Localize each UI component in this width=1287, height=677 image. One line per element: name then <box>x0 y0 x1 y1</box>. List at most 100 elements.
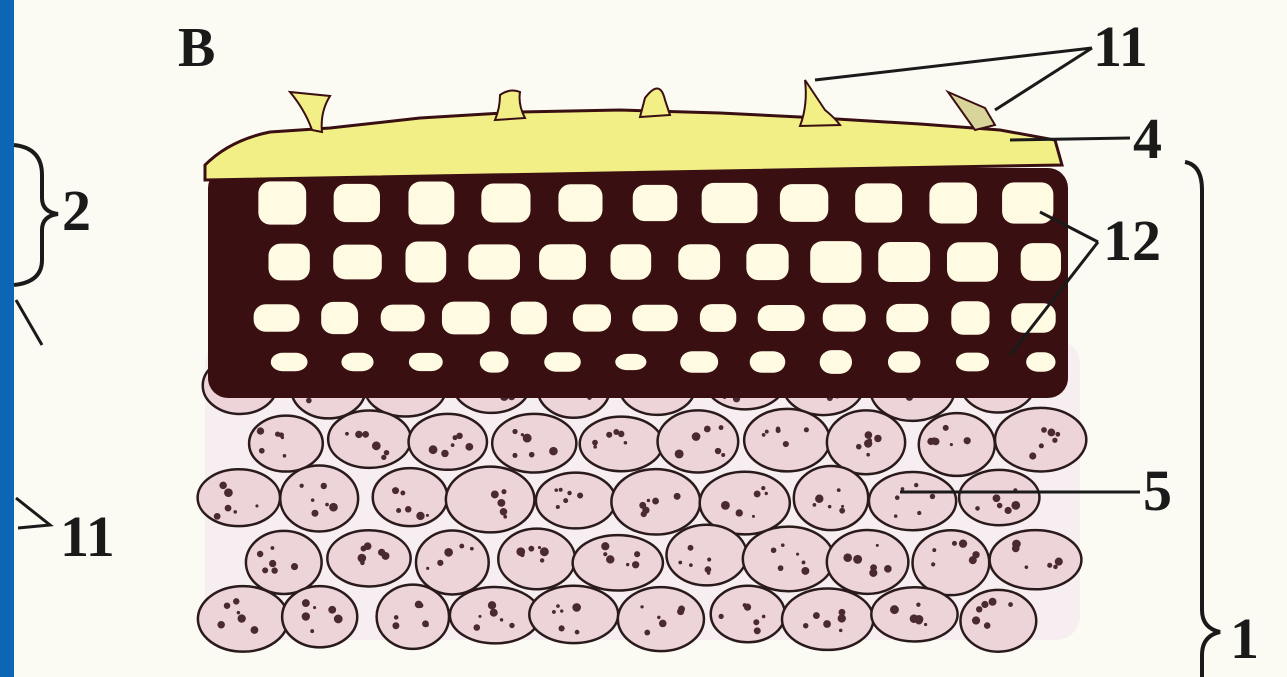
cork-cell <box>405 241 446 282</box>
granule <box>592 440 598 446</box>
granule <box>865 431 873 439</box>
granule <box>328 606 336 614</box>
granule <box>634 551 640 557</box>
granule <box>233 598 239 604</box>
granule <box>422 620 429 627</box>
bracket-1 <box>1185 162 1220 677</box>
label-11-left: 11 <box>60 508 115 566</box>
granule <box>575 630 580 635</box>
granule <box>271 567 277 573</box>
granule <box>559 488 563 492</box>
granule <box>813 612 820 619</box>
granule <box>868 438 872 442</box>
hair-1 <box>290 92 330 132</box>
granule <box>688 545 694 551</box>
epidermis-layer <box>205 80 1062 180</box>
granule <box>251 626 259 634</box>
parenchyma-cell <box>782 588 873 649</box>
granule <box>275 431 280 436</box>
granule <box>1052 438 1057 443</box>
granule <box>465 443 473 451</box>
granule <box>501 489 506 494</box>
granule <box>473 624 480 631</box>
parenchyma-cell <box>498 529 575 590</box>
granule <box>1047 429 1055 437</box>
granule <box>448 550 451 553</box>
granule <box>894 514 897 517</box>
cork-cell <box>632 305 677 331</box>
granule <box>554 488 558 492</box>
granule <box>910 614 919 623</box>
parenchyma-cell <box>960 590 1036 652</box>
cork-cell <box>258 181 306 224</box>
granule <box>372 441 381 450</box>
cork-cell <box>878 242 930 282</box>
granule <box>512 429 517 434</box>
cork-cell <box>947 242 998 282</box>
granule <box>754 490 761 497</box>
cork-cell <box>750 351 786 372</box>
label-4: 4 <box>1133 110 1162 168</box>
panel-letter: B <box>178 20 215 76</box>
granule <box>914 483 918 487</box>
cork-cell <box>951 301 989 334</box>
granule <box>470 547 474 551</box>
granule <box>219 482 226 489</box>
granule <box>1012 545 1020 553</box>
granule <box>1025 565 1029 569</box>
granule <box>310 629 314 633</box>
granule <box>762 433 766 437</box>
granule <box>931 562 935 566</box>
granule <box>721 453 725 457</box>
hair-2 <box>495 91 525 120</box>
granule <box>841 505 844 508</box>
parenchyma-cell <box>377 585 449 649</box>
granule <box>1055 558 1063 566</box>
granule <box>500 618 503 621</box>
granule <box>705 566 712 573</box>
granule <box>334 615 343 624</box>
granule <box>512 453 517 458</box>
granule <box>362 431 369 438</box>
leader-11-left-a <box>16 300 42 345</box>
granule <box>943 425 949 431</box>
cork-cell <box>820 350 852 374</box>
granule <box>839 629 843 633</box>
granule <box>503 515 507 519</box>
granule <box>624 441 628 445</box>
granule <box>721 501 730 510</box>
granule <box>538 546 541 549</box>
granule <box>744 603 751 610</box>
cork-cell <box>468 244 520 279</box>
granule <box>437 560 443 566</box>
label-1: 1 <box>1230 610 1259 668</box>
parenchyma-cell <box>618 587 704 651</box>
granule <box>325 503 329 507</box>
granule <box>224 602 230 608</box>
granule <box>1008 602 1013 607</box>
parenchyma-cell <box>328 411 411 468</box>
hair-4 <box>800 80 840 126</box>
cork-cell <box>615 354 646 370</box>
granule <box>704 426 711 433</box>
granule <box>416 512 424 520</box>
granule <box>540 547 549 556</box>
parenchyma-cell <box>990 530 1082 589</box>
granule <box>964 437 971 444</box>
granule <box>217 621 224 628</box>
granule <box>917 511 921 515</box>
granule <box>828 505 832 509</box>
granule <box>478 615 481 618</box>
granule <box>981 601 988 608</box>
granule <box>572 603 581 612</box>
cork-cell <box>539 244 586 279</box>
granule <box>837 488 841 492</box>
label-5: 5 <box>1143 462 1172 520</box>
granule <box>796 553 799 556</box>
granule <box>259 448 265 454</box>
granule <box>823 620 831 628</box>
granule <box>255 504 258 507</box>
granule <box>901 487 905 491</box>
granule <box>1053 565 1058 570</box>
granule <box>405 506 411 512</box>
